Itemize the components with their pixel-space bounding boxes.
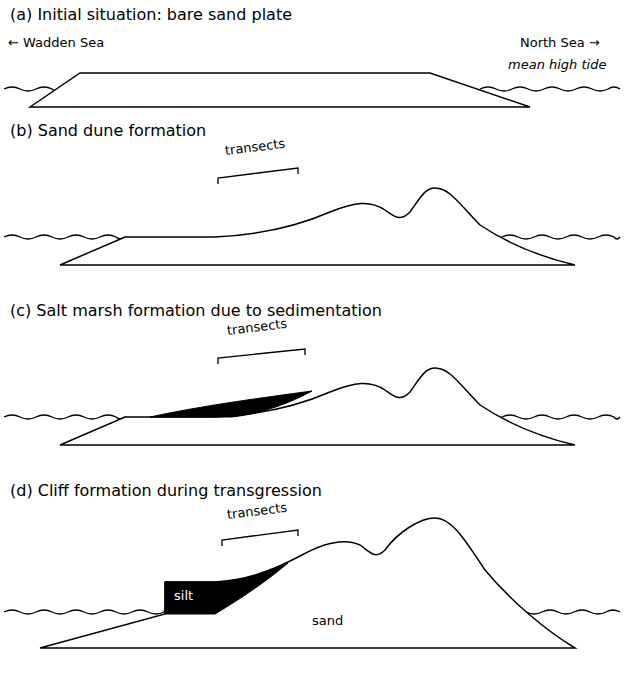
panel-heading: (c) Salt marsh formation due to sediment… <box>10 302 382 320</box>
panel-heading: (a) Initial situation: bare sand plate <box>10 6 292 24</box>
dune-profile <box>60 368 575 445</box>
dune-profile <box>60 188 575 265</box>
salt-marsh-sediment <box>150 391 312 417</box>
wave-line <box>480 87 620 91</box>
transect-label: transects <box>226 317 288 339</box>
panel-heading: (b) Sand dune formation <box>10 122 206 140</box>
layer-label: sand <box>312 614 343 629</box>
dune-profile <box>40 518 575 648</box>
transect-label: transects <box>224 137 286 159</box>
wave-line <box>4 415 125 419</box>
wave-line <box>4 610 165 614</box>
direction-label: North Sea → <box>520 36 600 51</box>
wave-line <box>4 87 60 91</box>
tide-label: mean high tide <box>508 58 606 73</box>
water-waves <box>4 87 620 614</box>
panel-heading: (d) Cliff formation during transgression <box>10 482 322 500</box>
silt-layer <box>165 563 288 614</box>
wave-line <box>4 235 125 239</box>
sand-plate <box>30 73 530 107</box>
transect-label: transects <box>226 501 288 523</box>
direction-label: ← Wadden Sea <box>8 36 104 51</box>
layer-label: silt <box>174 589 193 604</box>
